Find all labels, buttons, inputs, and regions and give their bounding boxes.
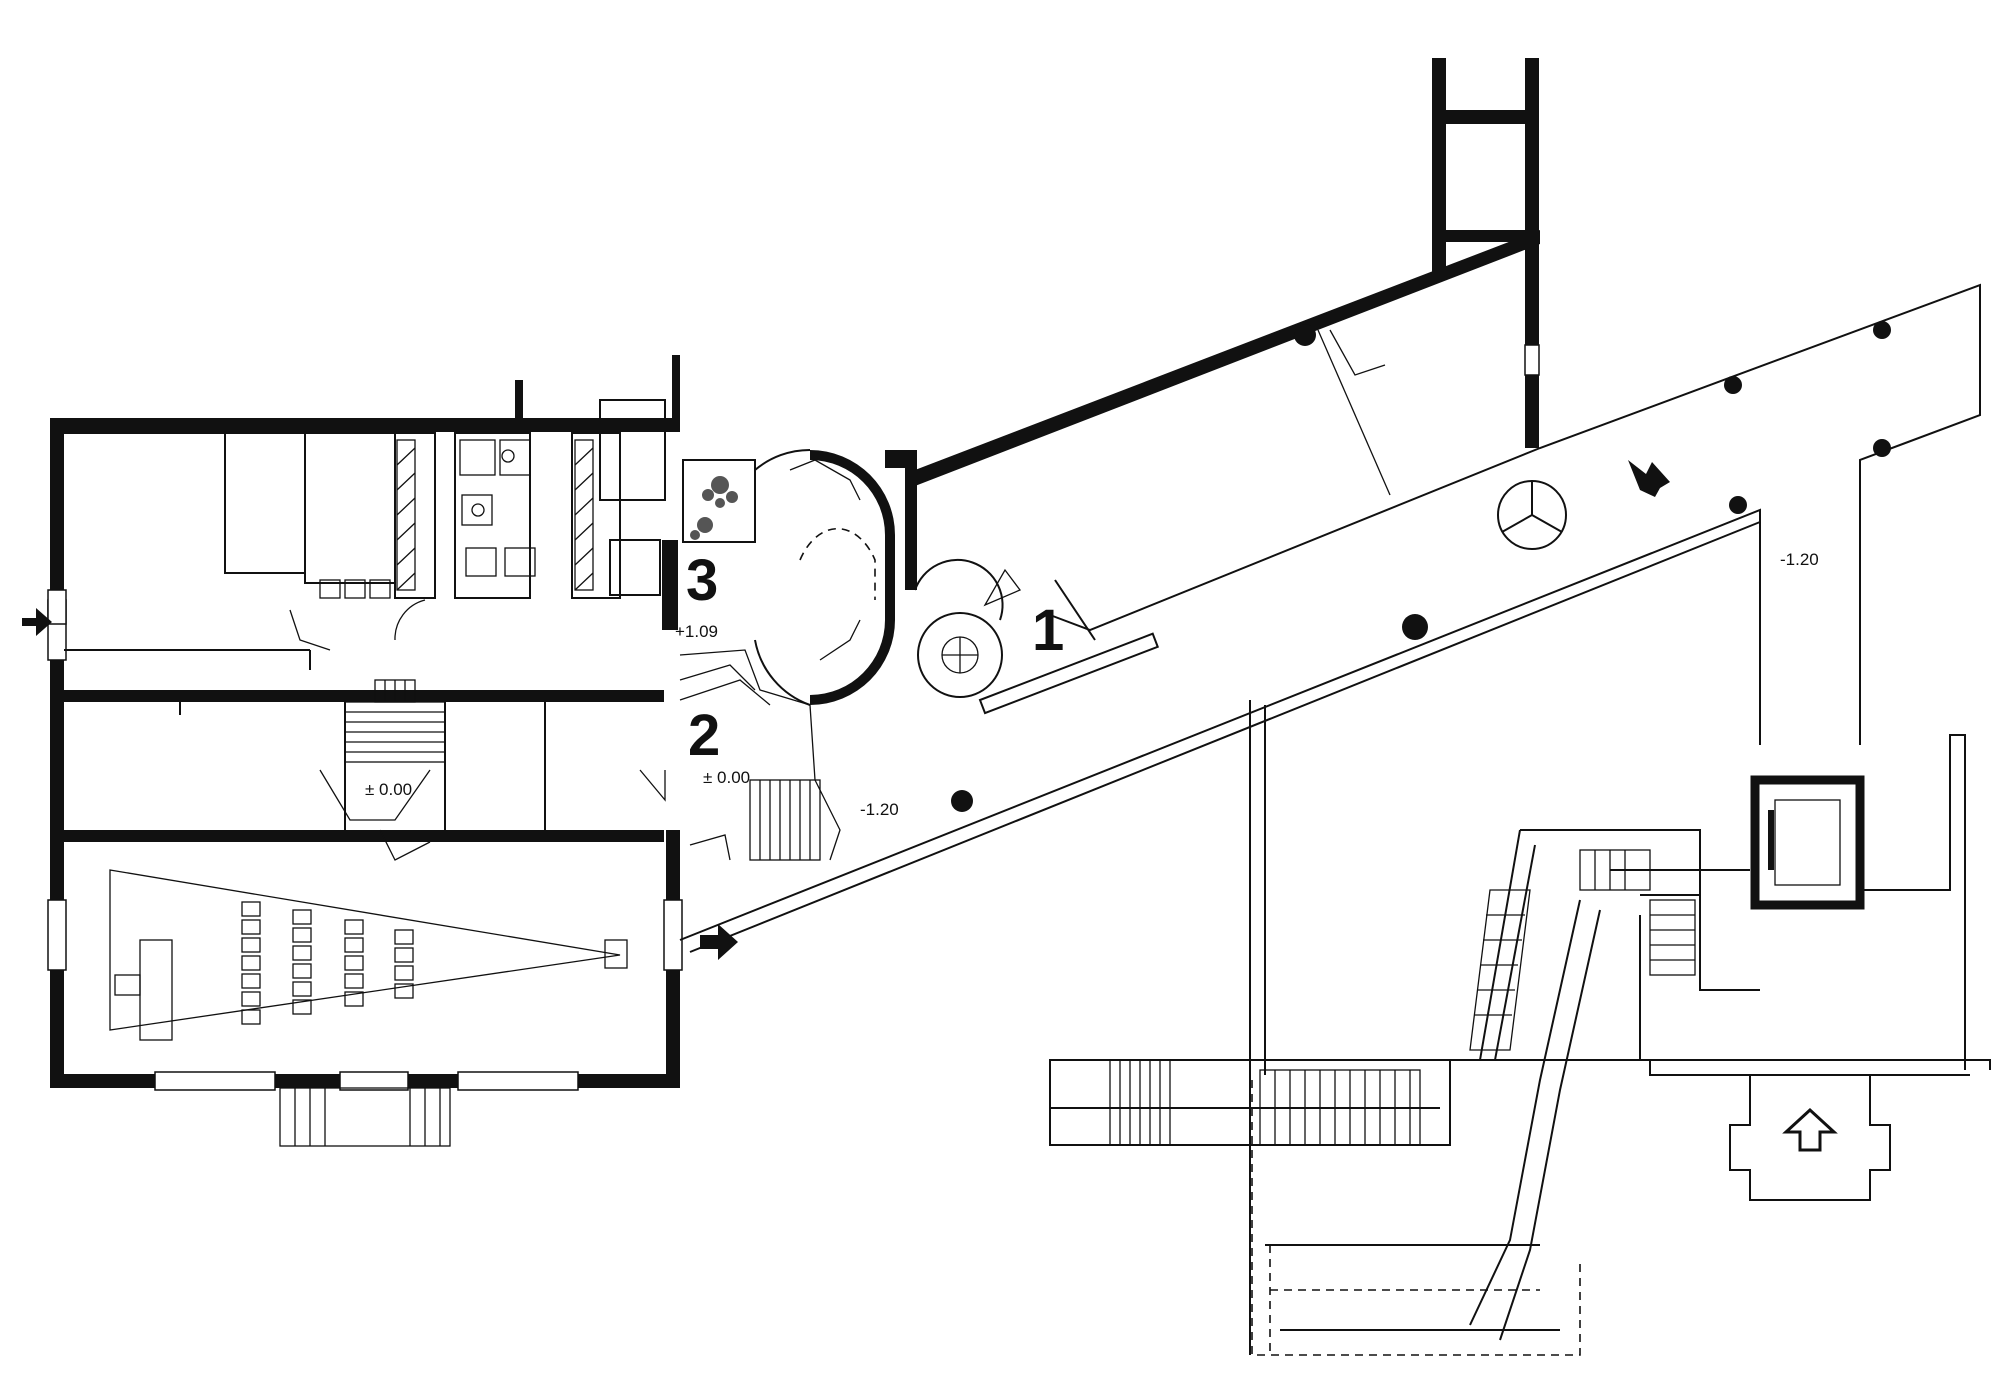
lower-right-site [1049, 700, 1991, 1355]
level-label: +1.09 [675, 622, 718, 641]
upper-wing [915, 58, 1540, 496]
arrow-right-icon [22, 608, 52, 636]
corridor-columns [951, 321, 1891, 812]
left-building [47, 355, 683, 1147]
level-label: ± 0.00 [703, 768, 750, 787]
level-label: ± 0.00 [365, 780, 412, 799]
level-label: -1.20 [1780, 550, 1819, 569]
arrow-right-icon [700, 924, 738, 960]
site-stairs [1109, 849, 1696, 1146]
connector-block [682, 448, 1022, 706]
dashed-outline [1251, 1080, 1581, 1356]
arrow-up-outline-icon [1782, 1107, 1838, 1152]
marker-1: 1 [1032, 598, 1064, 663]
auditorium-seats [241, 901, 414, 1025]
lower-stairs [679, 649, 841, 861]
level-label: -1.20 [860, 800, 899, 819]
glass-corridor [679, 283, 1981, 953]
plant-icon [690, 476, 738, 540]
elevator [1750, 775, 1865, 910]
marker-2: 2 [688, 703, 720, 768]
marker-3: 3 [686, 548, 718, 613]
arrow-down-left-icon [1628, 460, 1670, 497]
revolving-door [1497, 480, 1567, 550]
